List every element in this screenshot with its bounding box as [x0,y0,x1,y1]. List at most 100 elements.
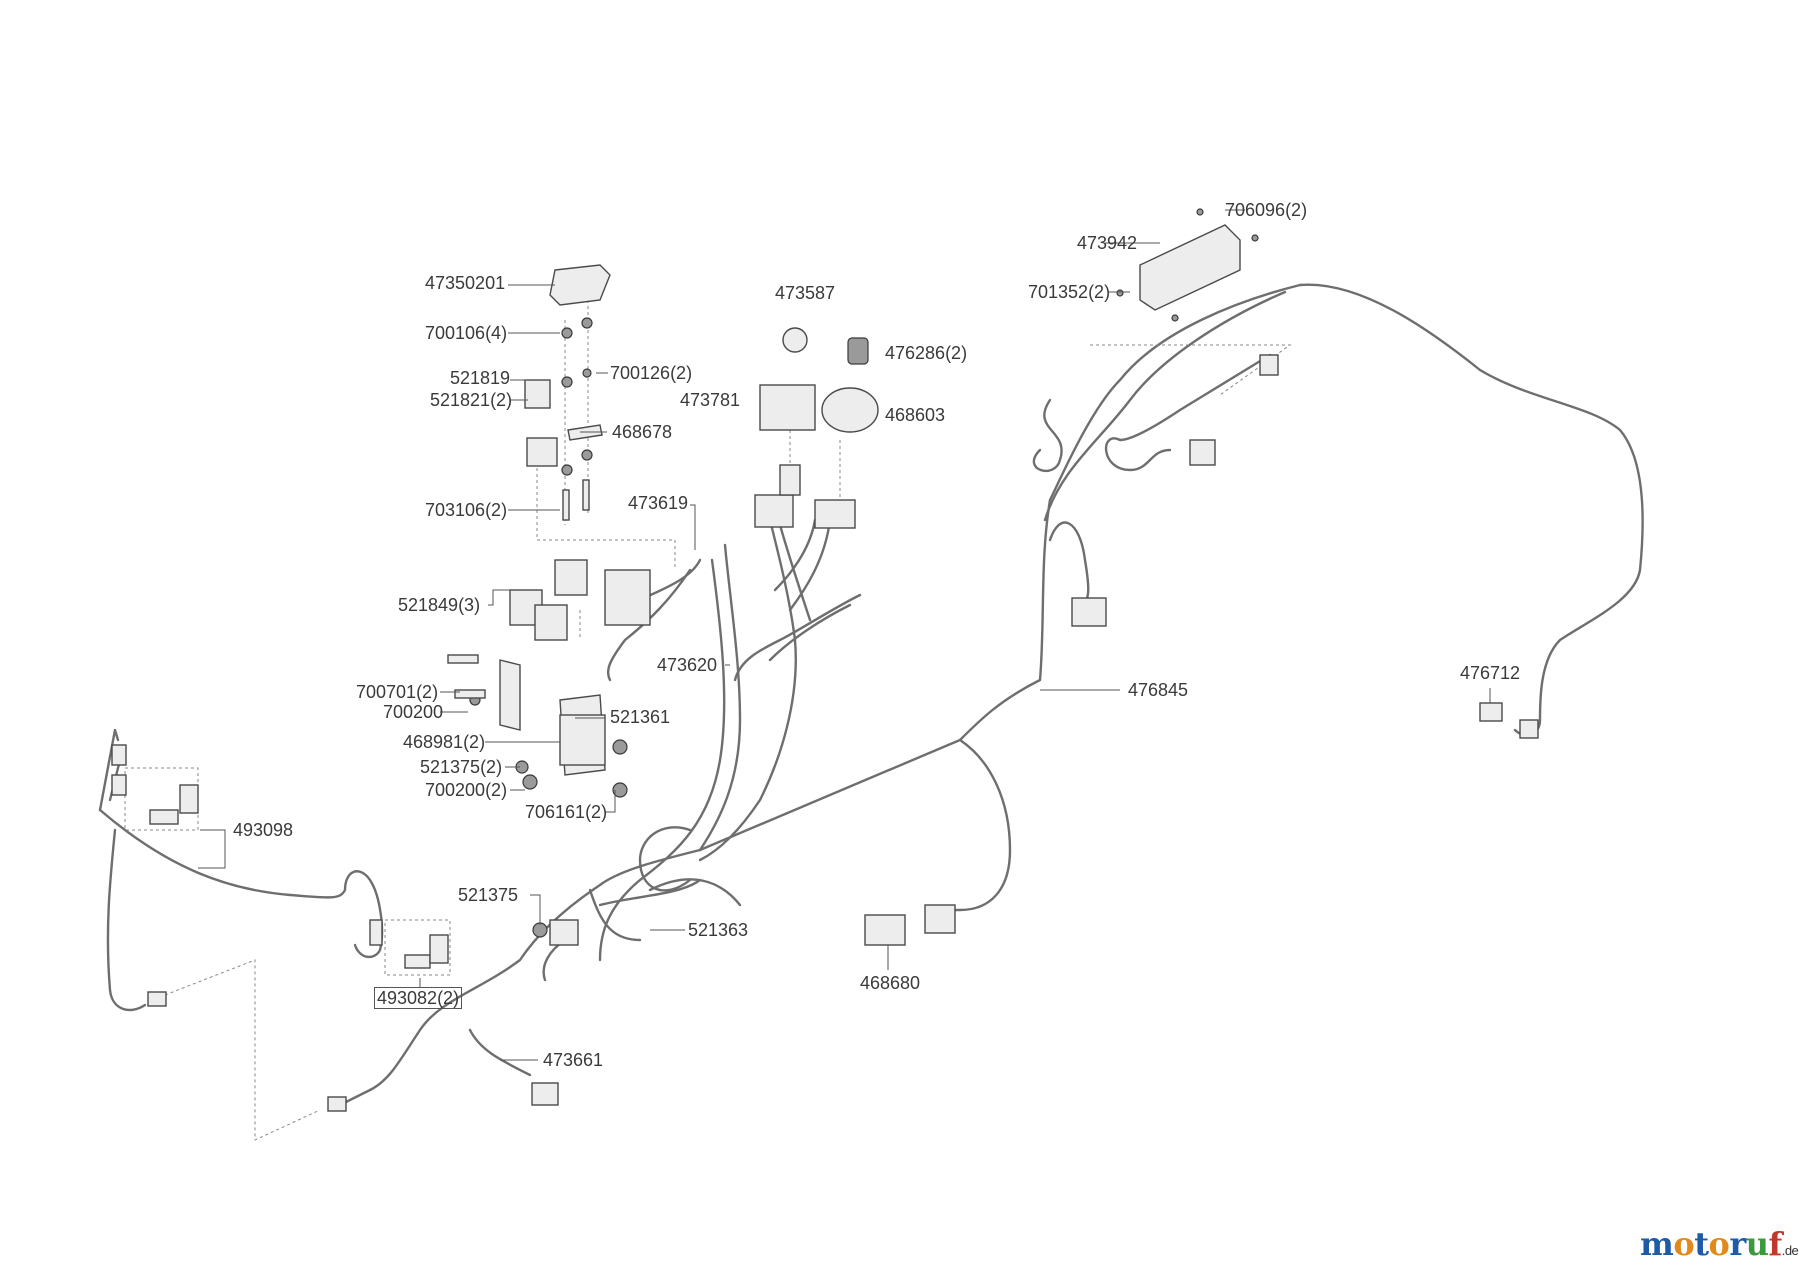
washer-icon [582,368,592,378]
part-label-468981[interactable]: 468981(2) [403,732,486,752]
connector-icon [1189,439,1216,466]
fuse-holder-icon [524,379,551,409]
nut-icon [561,464,573,476]
part-label-476845[interactable]: 476845 [1128,680,1189,700]
nut-icon [612,782,628,798]
part-label-521361[interactable]: 521361 [610,707,671,727]
bolt-icon [454,689,486,699]
screw-icon [1251,234,1259,242]
sensor-icon [429,934,449,964]
part-label-473587[interactable]: 473587 [775,283,836,303]
part-label-473619[interactable]: 473619 [628,493,689,513]
part-label-473661[interactable]: 473661 [543,1050,604,1070]
nut-icon [561,376,573,388]
nut-icon [581,317,593,329]
nut-icon [581,449,593,461]
nut-icon [561,327,573,339]
connector-icon [327,1096,347,1112]
ignition-key-icon [847,337,869,365]
part-label-706096[interactable]: 706096(2) [1225,200,1308,220]
part-label-701352[interactable]: 701352(2) [1028,282,1111,302]
screw-icon [1196,208,1204,216]
seat-switch-468680 [864,914,906,946]
push-button-473587 [782,327,808,353]
part-label-468678[interactable]: 468678 [612,422,673,442]
connector-icon [1071,597,1107,627]
watermark-letter: t [1694,1225,1709,1263]
connector-icon [754,494,794,528]
relay-icon [554,559,588,596]
bracket-icon [499,659,521,731]
connector-icon [369,919,383,946]
switch-473781 [759,384,816,431]
watermark-letter: o [1673,1225,1695,1263]
part-label-700701[interactable]: 700701(2) [356,682,439,702]
relay-icon [534,604,568,641]
watermark-letter: r [1729,1225,1746,1263]
connector-473661 [531,1082,559,1106]
assembly-guides [124,300,1292,1141]
screw-icon [1171,314,1179,322]
fuse-block-icon [526,437,558,467]
leader-lines [198,209,1491,1061]
watermark-suffix: .de [1781,1243,1799,1258]
part-label-521363[interactable]: 521363 [688,920,749,940]
part-label-476286[interactable]: 476286(2) [885,343,968,363]
control-module-473942 [1139,224,1241,311]
nut-icon [612,739,628,755]
watermark-letter: o [1708,1225,1730,1263]
connector-icon [814,499,856,529]
bolt-icon [562,489,570,521]
part-label-700106[interactable]: 700106(4) [425,323,508,343]
part-label-700126[interactable]: 700126(2) [610,363,693,383]
bolt-icon [447,654,479,664]
part-label-521821[interactable]: 521821(2) [430,390,513,410]
watermark-letter: u [1745,1225,1769,1263]
watermark-letter: f [1768,1225,1782,1263]
bolt-icon [582,479,590,511]
connector-476712 [1479,702,1503,722]
connector-icon [1519,719,1539,739]
cover-47350201 [549,264,611,306]
part-label-468680[interactable]: 468680 [860,973,921,993]
part-label-521375[interactable]: 521375 [458,885,519,905]
watermark-text: motoruf [1640,1225,1782,1263]
part-label-476712[interactable]: 476712 [1460,663,1521,683]
solenoid-521361 [559,714,606,766]
part-label-473781[interactable]: 473781 [680,390,741,410]
part-label-473620[interactable]: 473620 [657,655,718,675]
harness-493098 [98,728,384,1012]
part-label-493082[interactable]: 493082(2) [374,987,463,1009]
sensor-icon [179,784,199,814]
part-label-47350201[interactable]: 47350201 [425,273,506,293]
part-label-493098[interactable]: 493098 [233,820,294,840]
part-label-521375-2[interactable]: 521375(2) [420,757,503,777]
part-label-473942[interactable]: 473942 [1077,233,1138,253]
sensor-icon [149,809,179,825]
screw-icon [1116,289,1124,297]
connector-icon [924,904,956,934]
connector-icon [111,774,127,796]
harness-bundle-473620 [598,518,862,962]
part-label-700200-2[interactable]: 700200(2) [425,780,508,800]
sensor-icon [404,954,431,969]
relay-socket-icon [604,569,651,626]
part-label-521849[interactable]: 521849(3) [398,595,481,615]
nut-icon [522,774,538,790]
motoruf-watermark-logo: motoruf.de [1640,1225,1799,1263]
watermark-letter: m [1640,1225,1674,1263]
part-label-706161[interactable]: 706161(2) [525,802,608,822]
connector-icon [111,744,127,766]
connector-icon [779,464,801,496]
part-label-700200[interactable]: 700200 [383,702,444,722]
ring-terminal-icon [532,922,548,938]
connector-icon [1259,354,1279,376]
ignition-switch-468603 [821,387,879,433]
part-label-703106[interactable]: 703106(2) [425,500,508,520]
connector-icon [549,919,579,946]
components [111,208,1539,1112]
part-label-521819[interactable]: 521819 [450,368,511,388]
connector-icon [147,991,167,1007]
part-label-468603[interactable]: 468603 [885,405,946,425]
